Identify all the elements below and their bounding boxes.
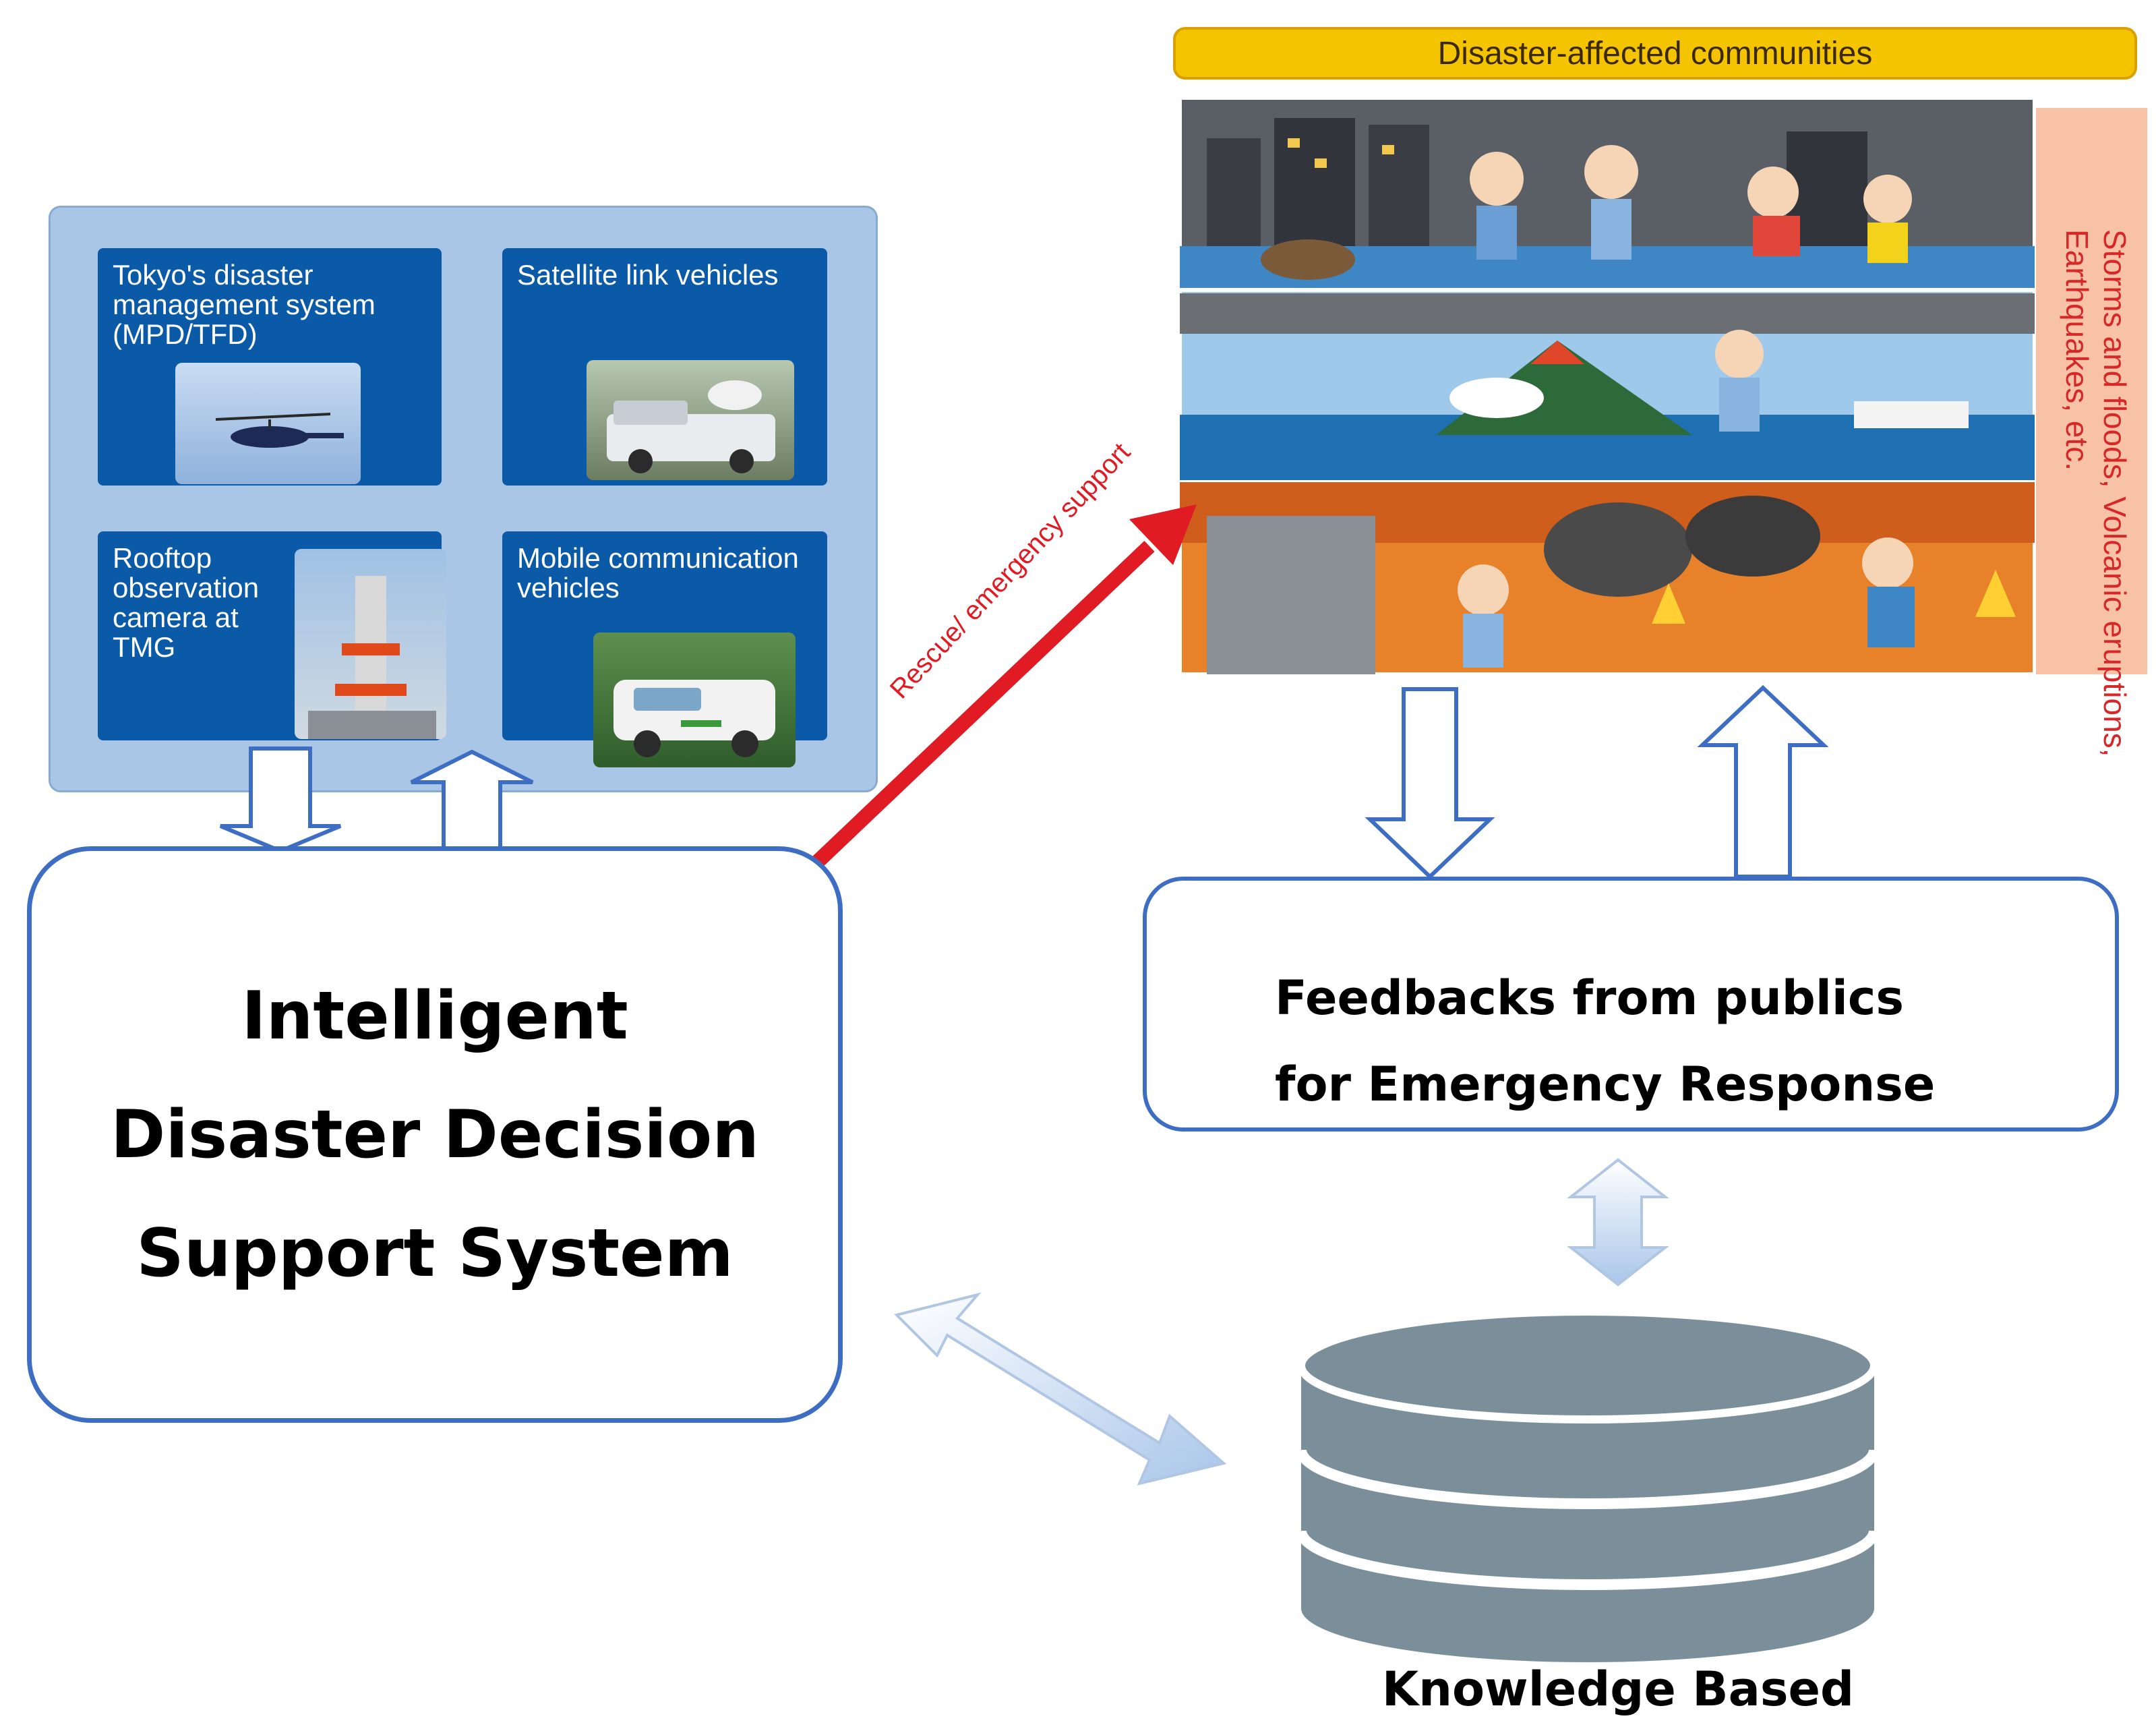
banner-label: Disaster-affected communities: [1437, 35, 1873, 71]
tile-satellite-link: Satellite link vehicles: [502, 248, 827, 486]
satellite-vehicle-image: [587, 360, 794, 480]
tile-rooftop-camera: Rooftop observation camera at TMG: [98, 531, 446, 740]
down-arrow-icon: [219, 746, 342, 854]
idss-box: Intelligent Disaster Decision Support Sy…: [27, 846, 843, 1423]
helicopter-image: [175, 363, 361, 484]
disaster-types-note: Storms and floods, Volcanic eruptions, E…: [2036, 108, 2147, 757]
rooftop-camera-image: [295, 549, 446, 739]
rescue-arrow-shaft: [804, 541, 1155, 875]
tile-label: Satellite link vehicles: [517, 259, 779, 291]
idss-line-3: Support System: [136, 1214, 733, 1292]
tile-mobile-communication: Mobile communication vehicles: [502, 531, 827, 767]
idss-line-2: Disaster Decision: [110, 1096, 759, 1173]
tile-disaster-management: Tokyo's disaster management system (MPD/…: [98, 248, 442, 486]
up-arrow-icon: [410, 749, 534, 853]
feedback-box: Feedbacks from publics for Emergency Res…: [1143, 877, 2119, 1132]
feedback-line-1: Feedbacks from publics: [1275, 970, 1905, 1026]
diagonal-double-arrow-icon: [894, 1292, 1227, 1486]
feedback-down-arrow-icon: [1365, 687, 1495, 880]
systems-panel: Tokyo's disaster management system (MPD/…: [49, 206, 878, 792]
vertical-double-arrow-icon: [1567, 1158, 1669, 1287]
tile-label: Tokyo's disaster management system (MPD/…: [113, 259, 376, 350]
mobile-vehicle-image: [593, 633, 796, 767]
rescue-arrow-head-icon: [1129, 504, 1197, 565]
tile-label: Rooftop observation camera at TMG: [113, 542, 260, 663]
knowledge-label: Knowledge Based: [1381, 1662, 1855, 1717]
tile-label: Mobile communication vehicles: [517, 542, 799, 604]
communities-banner: Disaster-affected communities: [1173, 27, 2137, 80]
idss-line-1: Intelligent: [241, 977, 628, 1055]
feedback-line-2: for Emergency Response: [1275, 1057, 1936, 1112]
disaster-illustration: [1178, 96, 2037, 676]
database-icon: [1296, 1308, 1880, 1662]
feedback-up-arrow-icon: [1697, 684, 1829, 879]
